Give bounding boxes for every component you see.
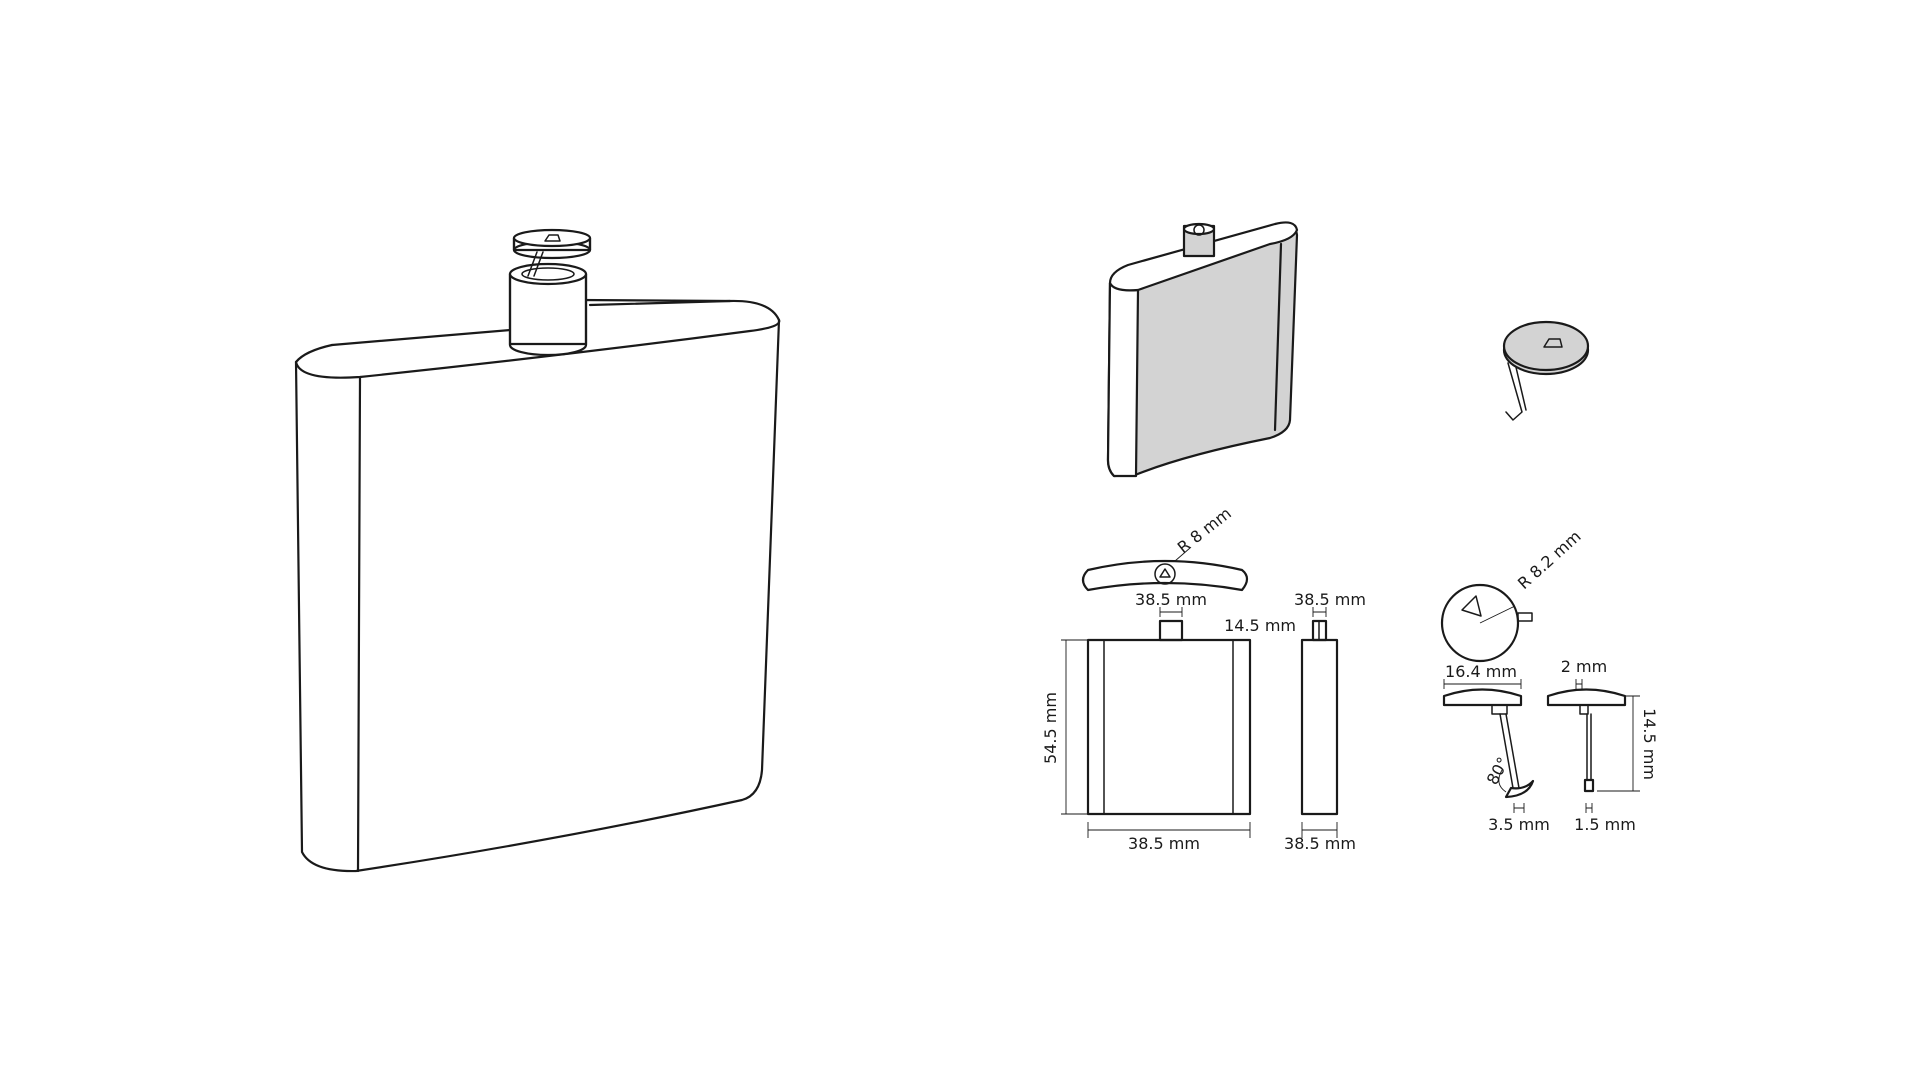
label-lid-diameter: 16.4 mm [1445, 662, 1517, 681]
dim-front-neck [1159, 607, 1183, 617]
dim-lid-diameter [1443, 679, 1522, 689]
shaded-flask-right-edge [1273, 242, 1283, 432]
shaded-flask [1106, 221, 1299, 478]
dim-arm-side [1585, 803, 1593, 813]
label-body-width-front: 38.5 mm [1128, 834, 1200, 853]
top-view-cap-logo [1154, 563, 1176, 585]
lid-front-view-disc [1442, 688, 1523, 707]
label-arm-width-front: 3.5 mm [1488, 815, 1550, 834]
large-flask-line-art [294, 228, 781, 873]
dim-lid-height [1597, 695, 1640, 792]
dim-arm-front [1513, 803, 1525, 813]
label-cap-width-top: 38.5 mm [1135, 590, 1207, 609]
large-flask-body-outline [294, 299, 781, 873]
label-body-height: 54.5 mm [1041, 692, 1060, 764]
top-view-cap-outline [1081, 559, 1249, 592]
large-flask-shoulder-front [294, 318, 781, 379]
lid-detail-hinge-arm [1505, 362, 1527, 421]
large-flask-lid-top [512, 228, 592, 248]
lid-front-view-arm [1499, 713, 1520, 789]
shaded-flask-lid [1182, 222, 1216, 236]
dim-front-width [1087, 822, 1251, 838]
dim-cap-radius-leader [1174, 547, 1191, 562]
lid-side-view [1546, 688, 1627, 793]
top-view [1081, 559, 1249, 592]
lid-front-view [1442, 688, 1535, 799]
top-view-cap-logo-mark [1159, 568, 1171, 578]
side-view-body [1300, 638, 1339, 816]
lid-detail [1502, 320, 1590, 421]
shaded-flask-lid-logo [1193, 224, 1205, 236]
dim-lid-hinge-offset [1575, 679, 1583, 689]
label-cap-radius: R 8 mm [1174, 504, 1235, 558]
front-view [1086, 619, 1252, 816]
lid-side-view-foot [1583, 778, 1595, 793]
lid-front-view-foot [1504, 779, 1535, 799]
shaded-flask-side [1106, 281, 1140, 478]
label-lid-radius: R 8.2 mm [1514, 527, 1585, 593]
lid-top-view-hinge [1517, 612, 1533, 622]
large-flask-neck-rim [508, 262, 588, 286]
lid-top-view-logo [1461, 595, 1482, 617]
label-hinge-offset: 2 mm [1561, 657, 1607, 676]
lid-detail-disc [1502, 320, 1590, 372]
dim-hinge-angle-arc [1498, 769, 1507, 793]
label-neck-height: 14.5 mm [1224, 616, 1296, 635]
label-body-width-side: 38.5 mm [1284, 834, 1356, 853]
large-flask-neck-sides [508, 272, 588, 347]
dim-lid-radius-leader [1479, 605, 1516, 624]
lid-side-view-post [1579, 704, 1589, 715]
large-flask-shoulder-top [330, 298, 732, 347]
large-flask-side-edge [356, 375, 362, 873]
dimension-lines [1061, 547, 1640, 838]
large-flask-hinge-arm [527, 251, 544, 277]
lid-top-view [1440, 583, 1533, 663]
front-view-side-lines [1103, 639, 1234, 815]
label-neck-width-side: 38.5 mm [1294, 590, 1366, 609]
label-lid-height: 14.5 mm [1640, 708, 1659, 780]
lid-detail-logo [1543, 338, 1563, 348]
large-flask-neck-opening [521, 267, 575, 281]
large-flask-lid-logo [544, 234, 561, 242]
lid-front-view-post [1491, 704, 1508, 715]
front-view-neck [1158, 619, 1184, 642]
lid-side-view-disc [1546, 688, 1627, 707]
side-view [1300, 619, 1339, 816]
dimension-labels: R 8 mm 38.5 mm 38.5 mm 14.5 mm 54.5 mm 3… [1041, 504, 1659, 853]
dim-side-neck [1312, 607, 1327, 617]
dim-side-width [1301, 822, 1338, 838]
lid-top-view-disc [1440, 583, 1520, 663]
label-arm-width-side: 1.5 mm [1574, 815, 1636, 834]
lid-side-view-arm [1586, 713, 1592, 781]
front-view-body [1086, 638, 1252, 816]
dim-body-height [1061, 639, 1088, 815]
